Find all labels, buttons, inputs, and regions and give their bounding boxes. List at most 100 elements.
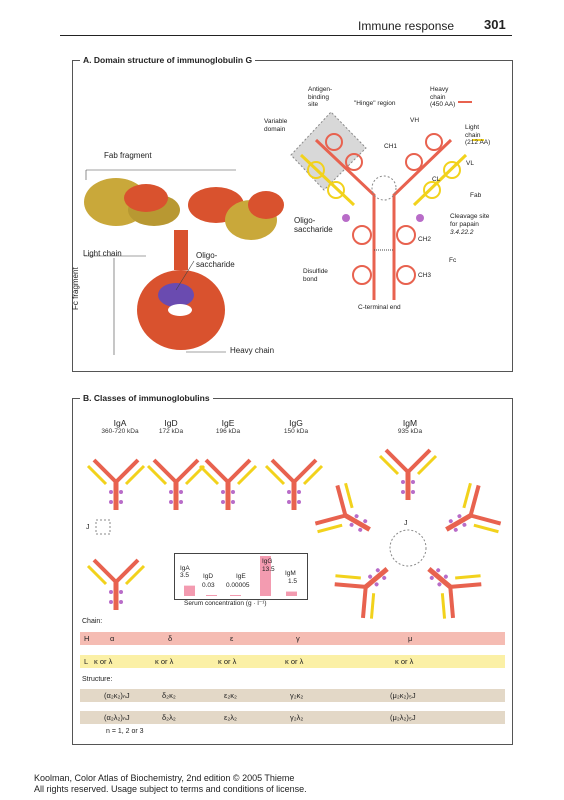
heavy-chain-left bbox=[314, 138, 376, 300]
class-kda-igd: 172 kDa bbox=[158, 428, 184, 435]
sugar-left bbox=[342, 214, 350, 222]
serum-bar-iga bbox=[184, 585, 195, 596]
igg-antibody bbox=[266, 460, 322, 510]
vl-loop-left bbox=[307, 161, 325, 179]
header-rule bbox=[60, 35, 512, 36]
heavy-chain-right bbox=[392, 138, 453, 300]
page-number: 301 bbox=[484, 17, 506, 32]
structure-section-label: Structure: bbox=[82, 676, 113, 683]
light-chain-left bbox=[299, 153, 356, 207]
fc-fragment-label: Fc fragment bbox=[71, 267, 80, 310]
light-igm: κ or λ bbox=[395, 657, 414, 666]
light-row-label: L bbox=[84, 657, 89, 666]
class-name-iga: IgA bbox=[113, 418, 127, 428]
cl-label: CL bbox=[432, 176, 441, 183]
class-kda-igm: 935 kDa bbox=[397, 428, 423, 435]
ch3-loop-left bbox=[352, 265, 372, 285]
structure-kappa-row: (α₂κ₂)ₙJ δ₂κ₂ ε₂κ₂ γ₂κ₂ (μ₂κ₂)₅J bbox=[80, 689, 505, 702]
chain-section-label: Chain: bbox=[82, 618, 103, 625]
sugar-right bbox=[416, 214, 424, 222]
section-b-title: B. Classes of immunoglobulins bbox=[80, 393, 213, 403]
fab-fragment-label: Fab fragment bbox=[104, 151, 152, 160]
cl-loop-left bbox=[327, 181, 345, 199]
serum-value-iga: 3.5 bbox=[180, 572, 190, 579]
class-kda-ige: 196 kDa bbox=[215, 428, 241, 435]
light-chain-label: Light chain bbox=[83, 249, 122, 258]
serum-concentration-chart bbox=[184, 556, 297, 596]
igg-3d-model bbox=[84, 169, 284, 355]
cleavage-ec-label: 3.4.22.2 bbox=[450, 229, 474, 236]
heavy-chain-label: Heavy chain bbox=[230, 346, 275, 355]
c-terminal-end-label: C-terminal end bbox=[358, 304, 401, 311]
structure-kappa-igd: δ₂κ₂ bbox=[162, 691, 176, 700]
structure-kappa-igm: (μ₂κ₂)₅J bbox=[390, 691, 416, 700]
serum-value-igm: 1.5 bbox=[288, 578, 298, 585]
light-igg: κ or λ bbox=[285, 657, 304, 666]
light-chain-row: L κ or λ κ or λ κ or λ κ or λ κ or λ bbox=[80, 655, 505, 668]
igd-antibody bbox=[148, 460, 204, 510]
vh-loop-left bbox=[325, 133, 343, 151]
serum-bar-igg bbox=[260, 556, 271, 596]
light-chain-legend-label: Light chain (212 AA) bbox=[465, 124, 491, 146]
hinge-region-label: "Hinge" region bbox=[354, 100, 396, 107]
serum-value-ige: 0.00005 bbox=[226, 582, 250, 589]
structure-lambda-row: (α₂λ₂)ₙJ δ₂λ₂ ε₂λ₂ γ₂λ₂ (μ₂λ₂)₅J bbox=[80, 711, 505, 724]
antibody-icons bbox=[76, 440, 510, 620]
variable-domain-label: Variable domain bbox=[264, 118, 288, 133]
structure-lambda-ige: ε₂λ₂ bbox=[224, 713, 237, 722]
structure-lambda-igg: γ₂λ₂ bbox=[290, 713, 304, 722]
serum-label-igm: IgM bbox=[285, 570, 296, 577]
ch2-loop-right bbox=[396, 225, 416, 245]
ch1-label: CH1 bbox=[384, 143, 398, 150]
n-note: n = 1, 2 or 3 bbox=[106, 728, 144, 735]
vl-loop-right bbox=[443, 161, 461, 179]
class-name-ige: IgE bbox=[221, 418, 235, 428]
structure-kappa-igg: γ₂κ₂ bbox=[290, 691, 304, 700]
heavy-chain-blob-left bbox=[124, 184, 168, 212]
fc-label: Fc bbox=[449, 257, 457, 264]
light-iga: κ or λ bbox=[94, 657, 113, 666]
serum-value-igg: 13.5 bbox=[262, 566, 275, 573]
hinge-circle bbox=[371, 175, 397, 201]
serum-chart-frame bbox=[174, 553, 308, 600]
running-header-title: Immune response bbox=[358, 19, 455, 33]
ch2-loop-left bbox=[352, 225, 372, 245]
cl-loop-right bbox=[423, 181, 441, 199]
hinge-stalk bbox=[174, 230, 188, 270]
oligo-leader bbox=[175, 260, 195, 291]
vh-label: VH bbox=[410, 117, 420, 124]
class-name-igm: IgM bbox=[402, 418, 418, 428]
heavy-chain-blob-right-2 bbox=[248, 191, 284, 219]
serum-value-igd: 0.03 bbox=[202, 582, 215, 589]
light-igd: κ or λ bbox=[155, 657, 174, 666]
structure-lambda-iga: (α₂λ₂)ₙJ bbox=[104, 713, 130, 722]
structure-lambda-igm: (μ₂λ₂)₅J bbox=[390, 713, 416, 722]
footer-line-1: Koolman, Color Atlas of Biochemistry, 2n… bbox=[34, 773, 295, 783]
class-name-igd: IgD bbox=[164, 418, 178, 428]
serum-label-iga: IgA bbox=[180, 565, 190, 572]
oligosaccharide-label: Oligo- saccharide bbox=[196, 251, 235, 269]
igm-pentamer bbox=[312, 450, 503, 620]
igg-schematic bbox=[290, 101, 484, 300]
fc-cavity bbox=[168, 304, 192, 316]
iga-antibody-bottom bbox=[88, 560, 144, 610]
class-name-igg: IgG bbox=[289, 418, 303, 428]
vl-label: VL bbox=[466, 160, 474, 167]
ch1-loop-right bbox=[405, 153, 423, 171]
ige-antibody bbox=[200, 460, 256, 510]
vh-loop-right bbox=[425, 133, 443, 151]
structure-lambda-igd: δ₂λ₂ bbox=[162, 713, 176, 722]
ch3-loop-right bbox=[396, 265, 416, 285]
ch2-label: CH2 bbox=[418, 236, 432, 243]
j-chain-label-igm: J bbox=[404, 520, 408, 527]
structure-kappa-ige: ε₂κ₂ bbox=[224, 691, 237, 700]
light-ige: κ or λ bbox=[218, 657, 237, 666]
serum-label-ige: IgE bbox=[236, 573, 246, 580]
oligo-diagram-label: Oligo- saccharide bbox=[294, 216, 333, 234]
oligosaccharide-blob bbox=[158, 283, 194, 307]
serum-bar-igd bbox=[206, 595, 217, 596]
cleavage-site-label: Cleavage site for papain bbox=[450, 213, 490, 228]
disulfide-bond-label: Disulfide bond bbox=[303, 268, 328, 283]
serum-bar-ige bbox=[230, 595, 241, 596]
heavy-igg: γ bbox=[296, 634, 300, 643]
